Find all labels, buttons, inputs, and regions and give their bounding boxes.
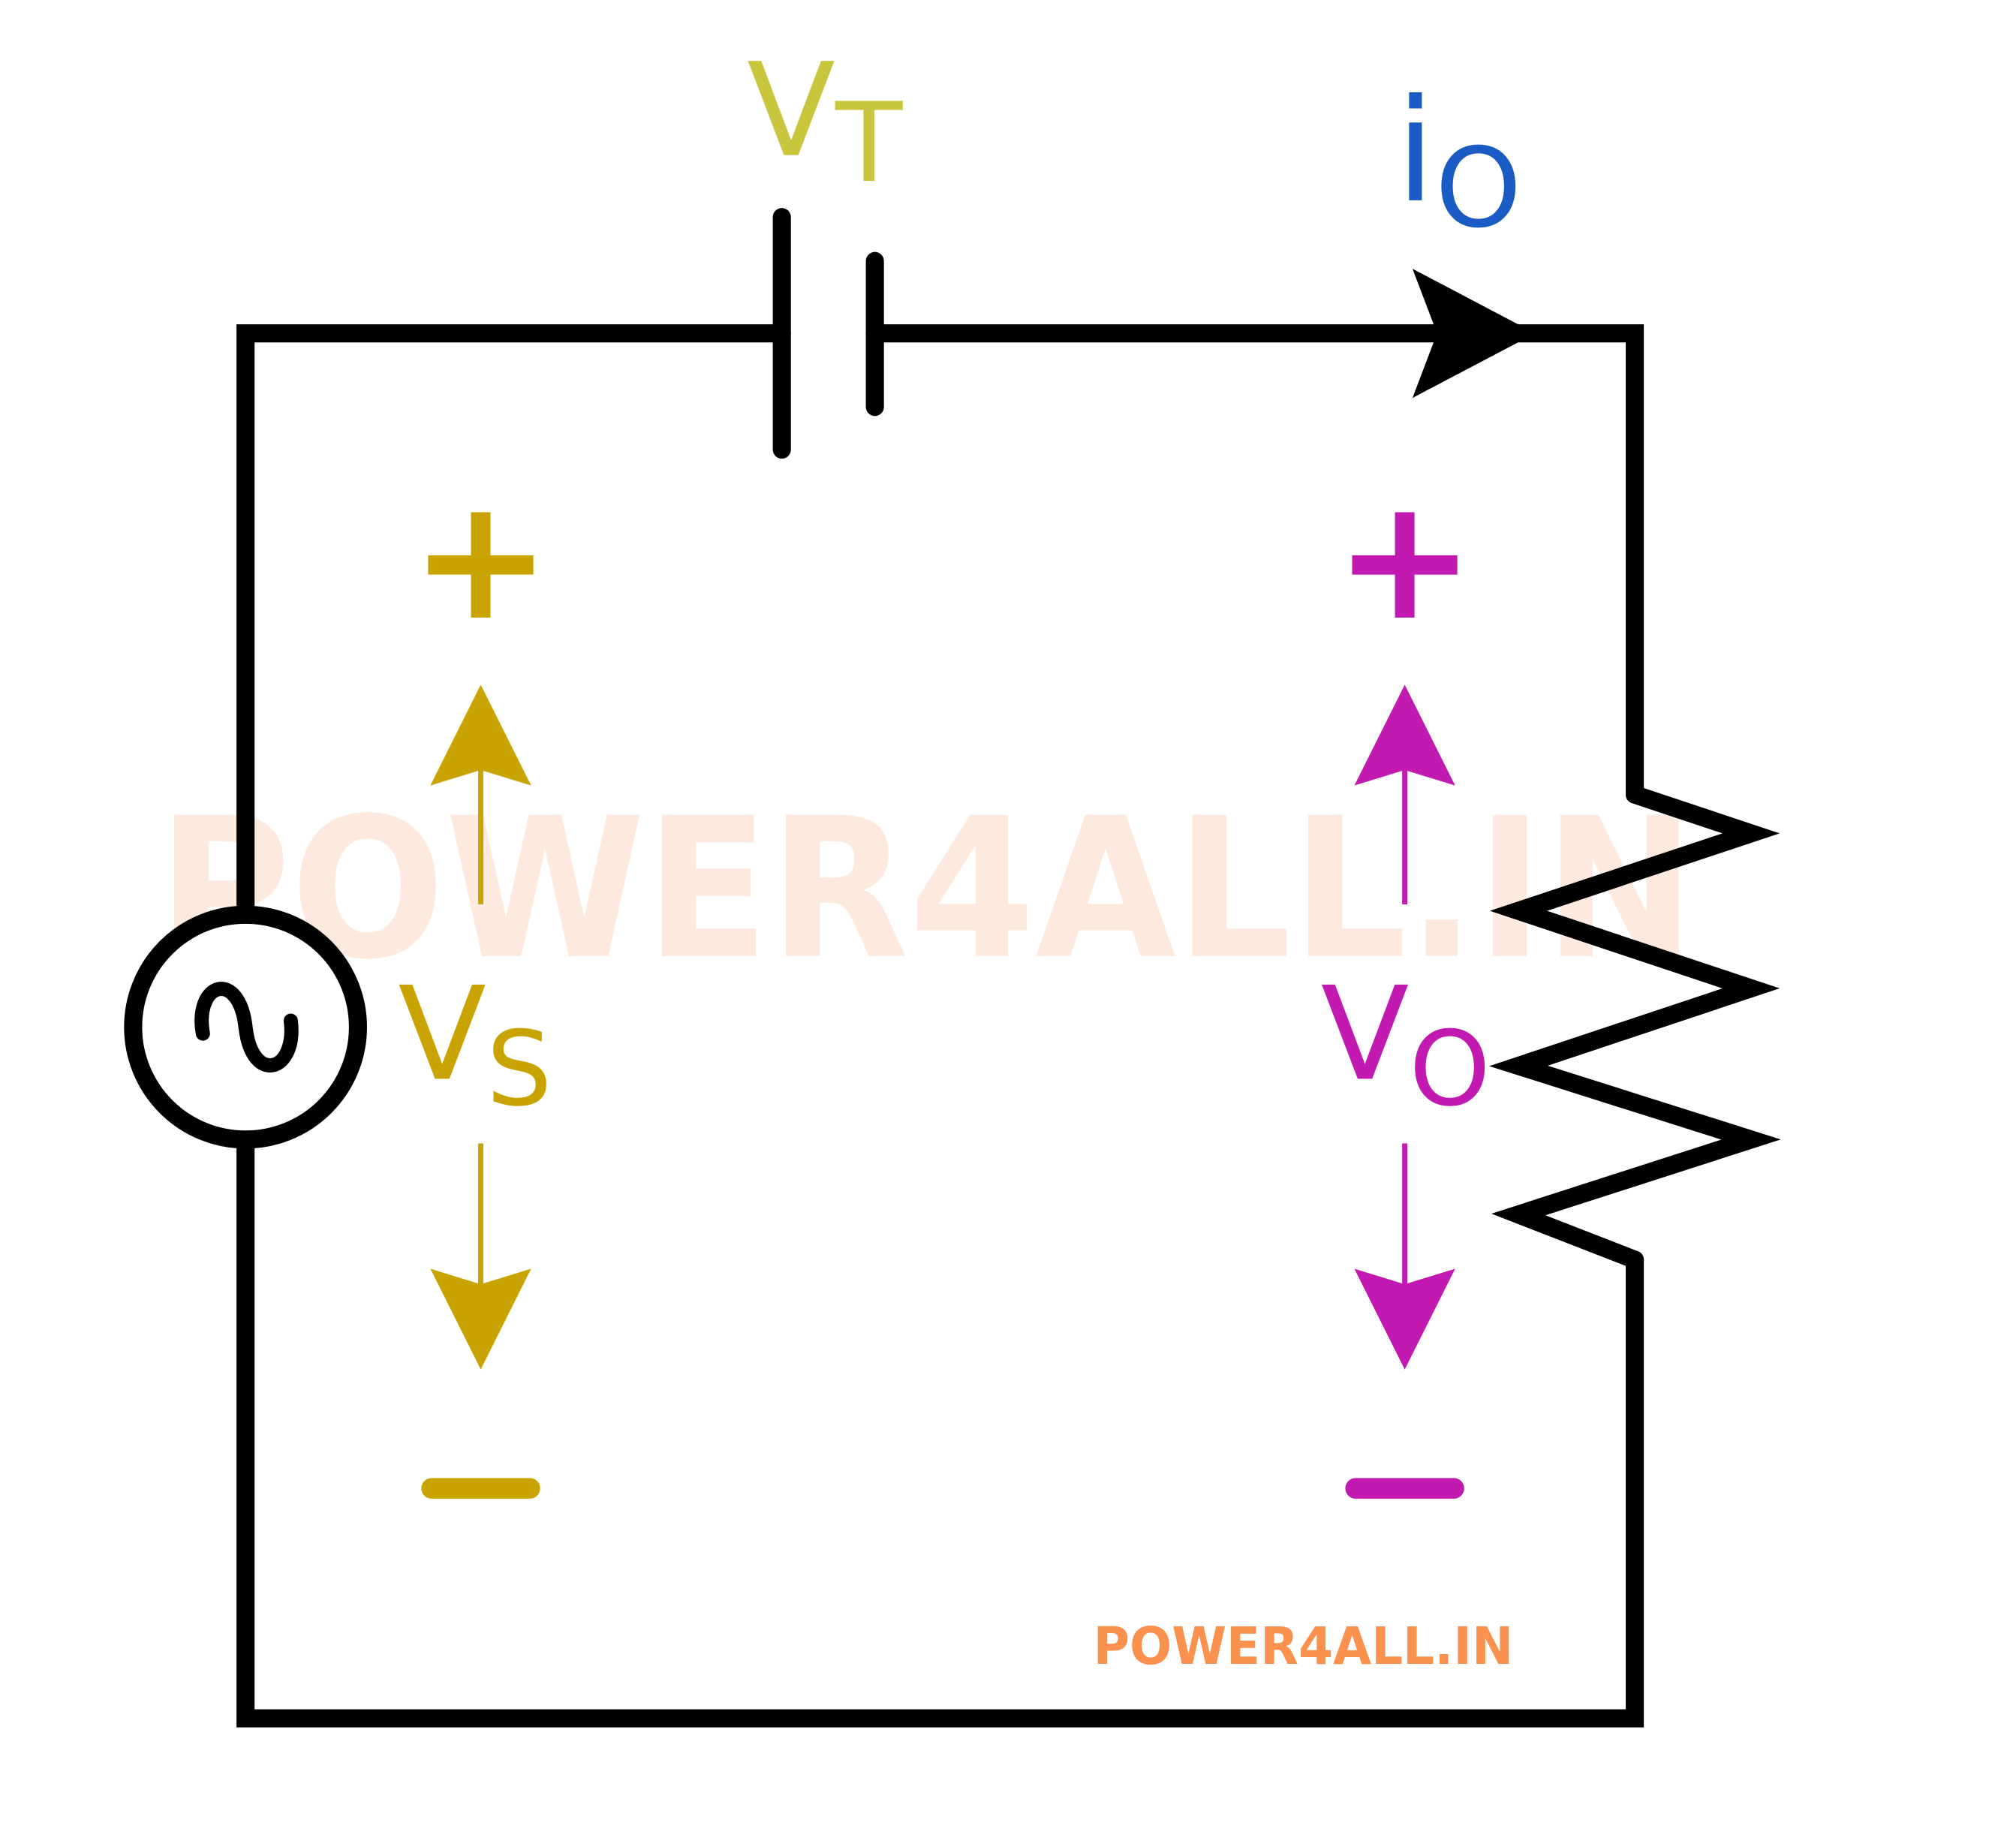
arrow-up-icon	[1354, 684, 1455, 786]
top-right-wire	[865, 324, 1644, 804]
bottom-wire	[236, 1134, 1644, 1728]
arrow-down-icon	[1354, 1268, 1455, 1370]
io-label: iO	[1396, 68, 1522, 252]
left-top-wire	[236, 324, 791, 920]
arrow-down-icon	[430, 1268, 531, 1370]
vs-label: VS	[398, 958, 552, 1129]
current-arrow-icon	[1412, 269, 1536, 399]
vs-plus: +	[411, 462, 552, 657]
vt-label: VT	[747, 35, 903, 207]
vo-plus: +	[1334, 462, 1476, 657]
sine-wave-icon	[194, 982, 299, 1072]
arrow-up-icon	[430, 684, 531, 786]
vo-label: VO	[1321, 958, 1491, 1129]
resistor	[1489, 785, 1781, 1269]
vs-indicator: + VS	[398, 462, 552, 1499]
vo-indicator: + VO	[1321, 462, 1491, 1499]
background-watermark: POWER4ALL.IN	[158, 776, 1696, 1002]
footer-watermark: POWER4ALL.IN	[1094, 1617, 1514, 1677]
